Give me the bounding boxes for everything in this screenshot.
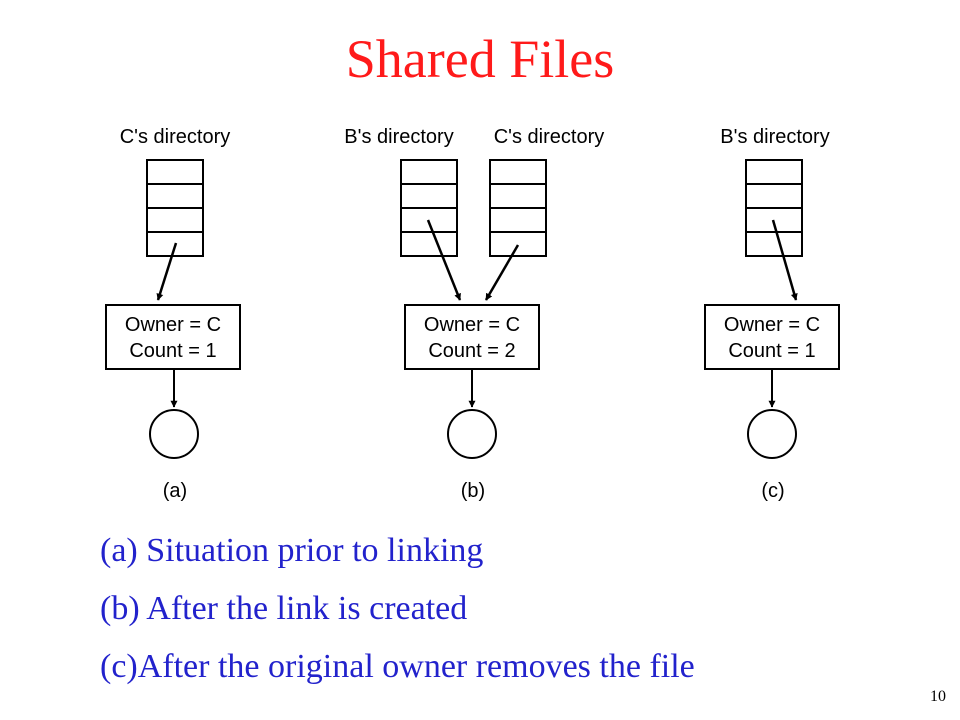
directory-table [489, 159, 547, 257]
directory-label: C's directory [120, 126, 231, 148]
slide-number: 10 [930, 688, 946, 705]
link-arrow [771, 219, 798, 301]
count-label: Count = 1 [129, 340, 216, 362]
directory-table [745, 159, 803, 257]
directory-entry [400, 231, 458, 257]
panel-c: B's directory Owner = C Count = 1 (c) [704, 126, 840, 502]
panel-caption: (c) [761, 480, 784, 502]
panel-a: C's directory Owner = C Count = 1 (a) [105, 126, 241, 502]
owner-label: Owner = C [125, 314, 221, 336]
directory-entry [489, 207, 547, 233]
link-arrow [156, 242, 178, 301]
directory-table [400, 159, 458, 257]
directory-entry [489, 159, 547, 185]
slide-title: Shared Files [345, 29, 615, 89]
caption-item: (b) After the link is created [100, 590, 468, 627]
directory-entry [400, 183, 458, 209]
directory-entry [400, 159, 458, 185]
link-arrow [426, 219, 462, 301]
panel-b: B's directory C's directory Owner = C Co… [344, 126, 604, 502]
shared-files-diagram: C's directory Owner = C Count = 1 (a) B'… [105, 126, 840, 502]
owner-label: Owner = C [424, 314, 520, 336]
file-node [747, 409, 797, 459]
directory-entry [745, 183, 803, 209]
caption-item: (a) Situation prior to linking [100, 532, 484, 569]
directory-entry [745, 159, 803, 185]
directory-entry [745, 231, 803, 257]
directory-entry [146, 207, 204, 233]
directory-entry [146, 159, 204, 185]
file-node [447, 409, 497, 459]
directory-entry [489, 231, 547, 257]
directory-entry [146, 231, 204, 257]
link-arrow [484, 244, 520, 301]
owner-label: Owner = C [724, 314, 820, 336]
directory-label: C's directory [494, 126, 605, 148]
count-label: Count = 1 [728, 340, 815, 362]
caption-list: (a) Situation prior to linking (b) After… [100, 522, 695, 696]
panel-caption: (b) [461, 480, 485, 502]
directory-entry [489, 183, 547, 209]
caption-item: (c)After the original owner removes the … [100, 648, 695, 685]
directory-table [146, 159, 204, 257]
directory-label: B's directory [344, 126, 453, 148]
directory-entry [146, 183, 204, 209]
directory-label: B's directory [720, 126, 829, 148]
file-node [149, 409, 199, 459]
count-label: Count = 2 [428, 340, 515, 362]
panel-caption: (a) [163, 480, 187, 502]
